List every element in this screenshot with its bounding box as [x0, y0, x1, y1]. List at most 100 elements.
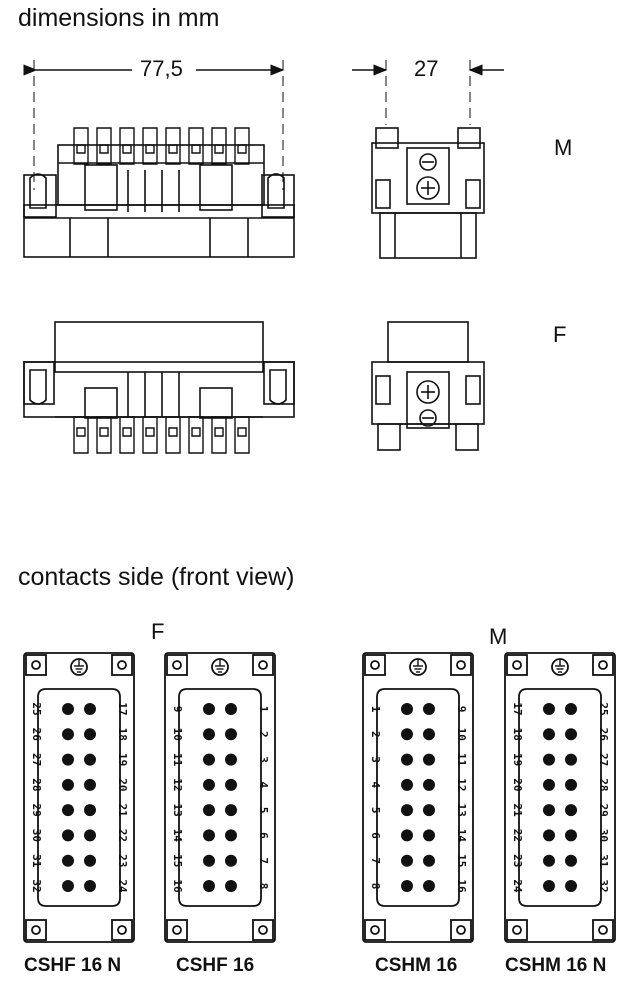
contact-pin — [565, 703, 577, 715]
contact-pin — [423, 854, 435, 867]
contact-number-right: 18 — [116, 728, 129, 741]
contact-pin — [84, 804, 96, 817]
contact-number-left: 21 — [511, 804, 524, 818]
contact-number-left: 2 — [369, 731, 382, 738]
contact-pin — [543, 753, 555, 766]
contact-number-right: 25 — [597, 702, 610, 715]
earth-symbol-icon — [409, 658, 427, 676]
contact-pin — [62, 880, 74, 892]
contact-number-left: 25 — [30, 702, 43, 715]
contact-number-left: 30 — [30, 829, 43, 842]
contact-pin — [401, 778, 413, 791]
male-view-label: M — [554, 135, 573, 160]
caption-cshm-16-n: CSHM 16 N — [505, 955, 607, 976]
contact-number-right: 30 — [597, 829, 610, 842]
contact-number-right: 1 — [257, 706, 270, 713]
contact-number-left: 22 — [511, 829, 524, 842]
contact-pin — [565, 829, 577, 842]
contact-number-left: 31 — [30, 854, 43, 868]
contact-pin — [565, 753, 577, 766]
contact-number-left: 1 — [369, 706, 382, 713]
earth-symbol-icon — [551, 658, 569, 676]
male-panels-label: M — [489, 624, 508, 649]
contact-pin — [423, 880, 435, 892]
contact-pin — [543, 804, 555, 817]
contact-number-right: 7 — [257, 857, 270, 864]
contact-number-right: 17 — [116, 702, 129, 715]
contact-number-right: 15 — [455, 854, 468, 867]
contact-number-right: 5 — [257, 807, 270, 814]
contact-pin — [203, 728, 215, 741]
contact-number-left: 8 — [369, 883, 382, 890]
contact-pin — [225, 804, 237, 817]
contact-pin — [84, 854, 96, 867]
contact-pin — [565, 728, 577, 741]
contact-number-left: 28 — [30, 778, 43, 791]
contact-number-left: 12 — [171, 778, 184, 791]
depth-dimension-line — [352, 60, 504, 125]
contact-number-right: 28 — [597, 778, 610, 791]
contact-pin — [62, 804, 74, 817]
contact-number-left: 24 — [511, 879, 524, 893]
contact-pin — [62, 703, 74, 715]
contact-number-right: 29 — [597, 804, 610, 817]
contact-number-right: 21 — [116, 804, 129, 818]
contact-pin — [543, 778, 555, 791]
contact-number-right: 26 — [597, 728, 610, 742]
contact-pin — [225, 753, 237, 766]
contact-number-right: 22 — [116, 829, 129, 842]
contact-pin — [565, 880, 577, 892]
contact-pin — [225, 778, 237, 791]
contact-number-left: 11 — [171, 753, 184, 767]
earth-symbol-icon — [211, 658, 229, 676]
contact-pin — [401, 829, 413, 842]
contact-pin — [84, 703, 96, 715]
contact-pin — [203, 880, 215, 892]
contact-number-left: 23 — [511, 854, 524, 867]
contact-pin — [62, 728, 74, 741]
contact-pin — [423, 728, 435, 741]
contact-pin — [203, 854, 215, 867]
contact-number-left: 17 — [511, 702, 524, 715]
contact-pin — [203, 829, 215, 842]
contact-number-right: 12 — [455, 778, 468, 791]
female-panels-label: F — [151, 619, 165, 644]
contact-number-right: 16 — [455, 879, 468, 893]
width-dimension-line — [23, 60, 285, 190]
male-insert-end-view — [371, 127, 485, 259]
contact-pin — [203, 703, 215, 715]
contact-pin — [565, 804, 577, 817]
contacts-heading: contacts side (front view) — [18, 563, 295, 591]
earth-symbol-icon — [70, 658, 88, 676]
contact-number-right: 14 — [455, 829, 468, 843]
caption-cshf-16-n: CSHF 16 N — [24, 955, 122, 976]
contact-pin — [543, 880, 555, 892]
contact-number-left: 19 — [511, 753, 524, 766]
contact-pin — [84, 728, 96, 741]
contact-pin — [62, 753, 74, 766]
contact-pin — [225, 728, 237, 741]
contact-number-right: 24 — [116, 879, 129, 893]
dimensions-heading: dimensions in mm — [18, 4, 220, 32]
contact-pin — [84, 778, 96, 791]
contact-number-left: 29 — [30, 804, 43, 817]
contact-number-right: 11 — [455, 753, 468, 767]
contact-number-left: 7 — [369, 857, 382, 864]
width-dimension-value: 77,5 — [140, 56, 183, 81]
contact-pin — [203, 804, 215, 817]
contact-pin — [401, 703, 413, 715]
contact-pin — [203, 778, 215, 791]
male-insert-side-view — [23, 127, 295, 258]
contact-pin — [543, 728, 555, 741]
contact-pin — [84, 880, 96, 892]
contact-number-left: 9 — [171, 706, 184, 713]
female-view-label: F — [553, 322, 567, 347]
contact-number-right: 31 — [597, 854, 610, 868]
contact-number-left: 20 — [511, 778, 524, 791]
contact-pin — [565, 854, 577, 867]
contact-pin — [225, 703, 237, 715]
